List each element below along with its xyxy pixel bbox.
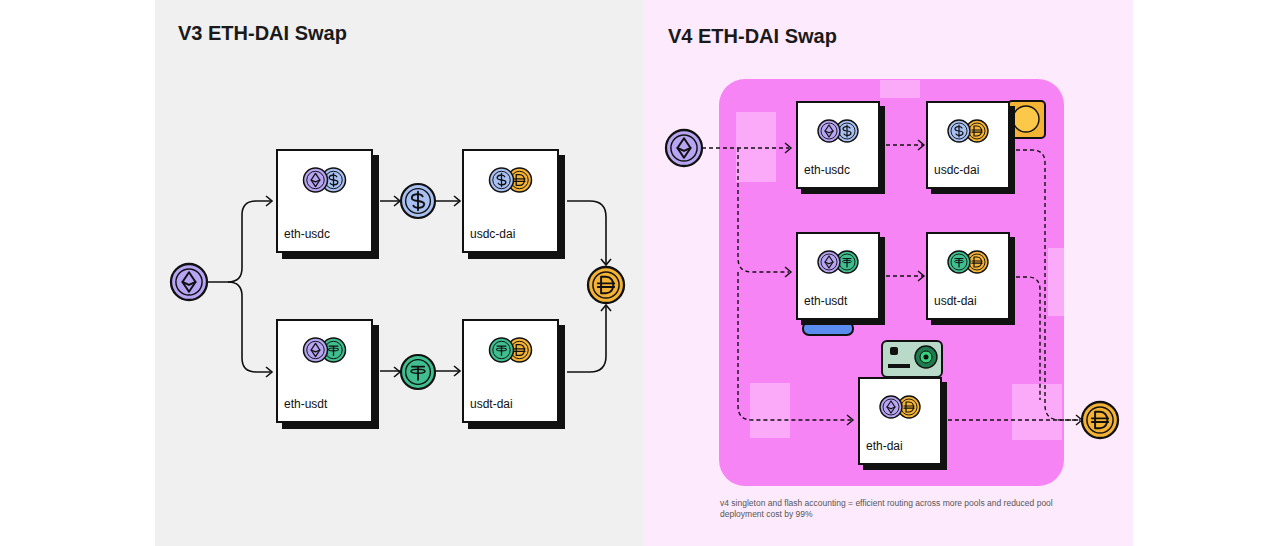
panel-heading: V3 ETH-DAI Swap — [178, 22, 347, 45]
pool-card: eth-usdc — [276, 149, 373, 253]
eth-coin — [818, 251, 840, 273]
pool-label: usdt-dai — [934, 294, 977, 308]
card-face — [926, 232, 1010, 320]
usdt-coin — [948, 251, 970, 273]
card-face — [926, 101, 1010, 189]
card-face — [796, 232, 880, 320]
pool-label: usdc-dai — [934, 163, 979, 177]
eth-coin — [818, 120, 840, 142]
pool-label: eth-usdc — [804, 163, 850, 177]
pool-card: eth-usdt — [796, 232, 880, 320]
v3-panel — [155, 0, 643, 546]
usdc-coin — [948, 120, 970, 142]
eth-coin — [666, 130, 702, 166]
pool-card: usdc-dai — [462, 149, 559, 253]
usdc-coin — [490, 168, 514, 192]
card-face — [462, 149, 559, 253]
pool-label: usdc-dai — [470, 227, 515, 241]
eth-coin — [171, 264, 207, 300]
pool-label: eth-dai — [866, 439, 903, 453]
pool-card: eth-usdt — [276, 319, 373, 423]
card-face — [858, 377, 942, 465]
pool-label: usdt-dai — [470, 397, 513, 411]
token-arrowheads — [394, 196, 1082, 425]
pool-card: eth-dai — [858, 377, 942, 465]
usdc-coin — [401, 184, 435, 218]
caption: v4 singleton and flash accounting = effi… — [720, 498, 1060, 520]
pool-label: eth-usdt — [284, 397, 327, 411]
coin-icons — [304, 120, 989, 418]
usdt-coin — [401, 355, 435, 389]
pool-card: usdt-dai — [462, 319, 559, 423]
card-face — [276, 319, 373, 423]
pool-card: eth-usdc — [796, 101, 880, 189]
card-backs — [276, 101, 1015, 470]
pool-card: usdc-dai — [926, 101, 1010, 189]
eth-coin — [304, 168, 328, 192]
pool-connector — [886, 271, 924, 281]
eth-coin — [880, 396, 902, 418]
pool-label: eth-usdc — [284, 227, 330, 241]
singleton-region — [719, 79, 1064, 486]
pool-label: eth-usdt — [804, 294, 847, 308]
dai-coin — [588, 267, 624, 303]
card-face — [276, 149, 373, 253]
eth-coin — [304, 338, 328, 362]
dai-coin — [1082, 402, 1118, 438]
card-face — [796, 101, 880, 189]
v4-panel — [643, 0, 1133, 546]
usdt-coin — [490, 338, 514, 362]
card-face — [462, 319, 559, 423]
pool-card: usdt-dai — [926, 232, 1010, 320]
pool-connector — [886, 140, 924, 150]
hook-green — [882, 341, 942, 377]
panel-heading: V4 ETH-DAI Swap — [668, 25, 837, 48]
